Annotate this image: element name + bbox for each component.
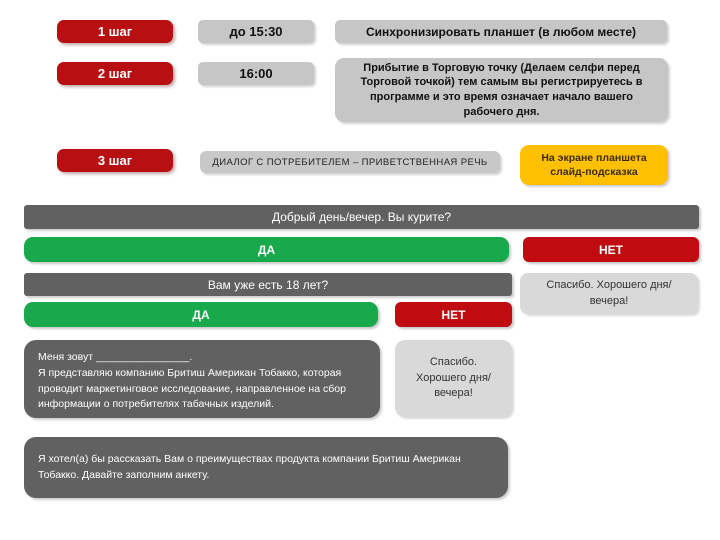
step-3-badge: 3 шаг: [57, 149, 173, 172]
step-1-time: до 15:30: [198, 20, 314, 43]
tablet-hint-note: На экране планшета слайд-подсказка: [520, 145, 668, 185]
yes-button-1: ДА: [24, 237, 509, 262]
pitch-script-text: Я хотел(а) бы рассказать Вам о преимущес…: [38, 452, 461, 481]
no-button-2: НЕТ: [395, 302, 512, 327]
yes-button-2: ДА: [24, 302, 378, 327]
intro-script-box: Меня зовут ________________. Я представл…: [24, 340, 380, 418]
intro-script-rest: Я представляю компанию Бритиш Американ Т…: [38, 366, 346, 411]
pitch-script-box: Я хотел(а) бы рассказать Вам о преимущес…: [24, 437, 508, 498]
intro-script-line1: Меня зовут ________________.: [38, 351, 193, 363]
dialog-title: ДИАЛОГ С ПОТРЕБИТЕЛЕМ – ПРИВЕТСТВЕННАЯ Р…: [200, 151, 500, 173]
thanks-box-right: Спасибо. Хорошего дня/вечера!: [520, 273, 698, 314]
step-2-time: 16:00: [198, 62, 314, 85]
no-button-1: НЕТ: [523, 237, 699, 262]
step-1-badge: 1 шаг: [57, 20, 173, 43]
question-smoke-bar: Добрый день/вечер. Вы курите?: [24, 205, 699, 229]
step-1-description: Синхронизировать планшет (в любом месте): [335, 20, 667, 43]
thanks-box-middle: Спасибо. Хорошего дня/вечера!: [395, 340, 512, 417]
step-2-badge: 2 шаг: [57, 62, 173, 85]
question-age-bar: Вам уже есть 18 лет?: [24, 273, 512, 296]
step-2-description: Прибытие в Торговую точку (Делаем селфи …: [335, 58, 668, 122]
